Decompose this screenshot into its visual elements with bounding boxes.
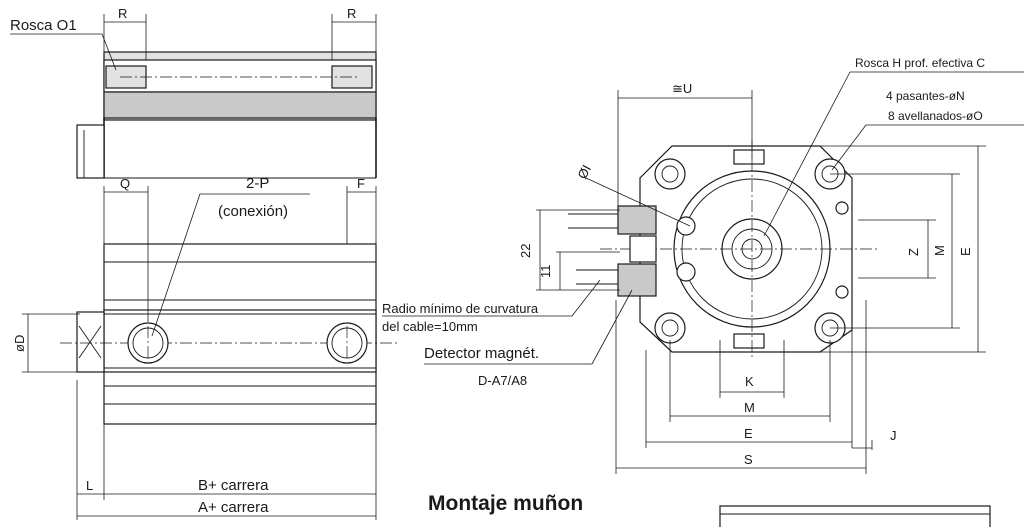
pasantes-leader-b: [831, 124, 867, 171]
r-label-right: R: [347, 6, 356, 21]
auto-switch-blocks: [568, 205, 657, 297]
right-vertical-dims: [820, 145, 986, 353]
detector-model-label: D-A7/A8: [478, 373, 527, 388]
rosca-o1-leader-b: [101, 33, 117, 71]
j-label: J: [890, 428, 897, 443]
oi-leader: [585, 177, 691, 227]
radio-label-1: Radio mínimo de curvatura: [382, 301, 539, 316]
rosca-h-label: Rosca H prof. efectiva C: [855, 56, 985, 70]
u-dim: [617, 90, 753, 206]
next-drawing-fragment: [719, 505, 991, 527]
detector-leader-b: [591, 289, 633, 365]
s-label: S: [744, 452, 753, 467]
radio-leader-b: [571, 279, 601, 317]
section-title: Montaje muñon: [428, 492, 583, 515]
q-label: Q: [120, 176, 130, 191]
dim-22-label: 22: [518, 244, 533, 258]
q-f-dims: [103, 186, 377, 322]
f-label: F: [357, 176, 365, 191]
two-p-leader-b: [151, 193, 201, 337]
end-view: [600, 140, 880, 360]
pasantes-label: 4 pasantes-øN: [886, 89, 965, 103]
e-vert-label: E: [958, 247, 973, 256]
b-carrera-label: B+ carrera: [198, 477, 269, 494]
bottom-horizontal-dims: [615, 300, 873, 474]
od-dim: [22, 313, 80, 373]
k-label: K: [745, 374, 754, 389]
rosca-o1-label: Rosca O1: [10, 17, 77, 34]
m-vert-label: M: [932, 245, 947, 256]
z-label: Z: [906, 248, 921, 256]
oi-label: ØI: [574, 162, 594, 181]
m-horiz-label: M: [744, 400, 755, 415]
vertical-small-dims: [536, 209, 620, 291]
e-horiz-label: E: [744, 426, 753, 441]
dim-11-label: 11: [538, 265, 553, 279]
side-body-view: [60, 243, 400, 425]
conexion-label: (conexión): [218, 203, 288, 220]
radio-label-2: del cable=10mm: [382, 319, 478, 334]
detector-label: Detector magnét.: [424, 345, 539, 362]
od-label: øD: [12, 335, 27, 352]
a-carrera-label: A+ carrera: [198, 499, 269, 516]
length-dims: [76, 380, 377, 520]
u-label: ≅U: [672, 81, 692, 96]
rosca-h-leader-b: [763, 71, 851, 237]
l-label: L: [86, 478, 93, 493]
top-section-view: [76, 51, 377, 179]
two-p-label: 2-P: [246, 175, 269, 192]
r-dims-top: [103, 14, 377, 60]
avellanados-label: 8 avellanados-øO: [888, 109, 983, 123]
r-label-left: R: [118, 6, 127, 21]
